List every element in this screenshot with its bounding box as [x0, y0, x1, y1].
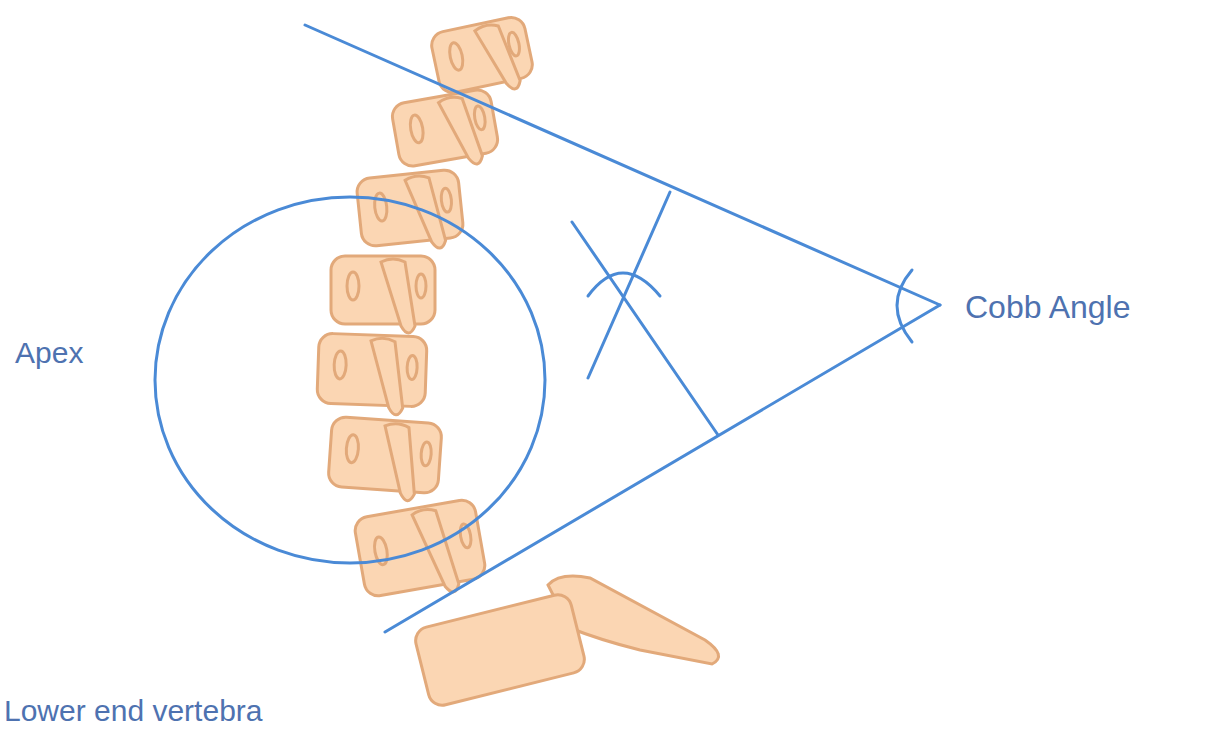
vertebra	[390, 88, 501, 177]
apex-label: Apex	[15, 336, 83, 369]
perpendicular-line	[572, 222, 718, 435]
upper-endplate-line	[305, 25, 940, 305]
spinous-process	[368, 338, 405, 415]
spinous-process	[380, 423, 419, 501]
vertebra	[331, 256, 435, 333]
lower-end-vertebra-label: Lower end vertebra	[4, 694, 263, 727]
vertebra	[353, 498, 489, 607]
vertebra	[356, 169, 465, 256]
vertebra	[327, 416, 442, 502]
vertebra	[316, 333, 427, 416]
spinous-process	[474, 21, 521, 95]
spinous-process	[381, 259, 415, 333]
perpendicular-line	[588, 192, 670, 378]
angle-arc	[588, 273, 660, 296]
spinous-process	[438, 94, 484, 169]
sacrum	[413, 592, 588, 708]
cobb-construction	[155, 25, 940, 632]
cobb-angle-label: Cobb Angle	[965, 290, 1130, 325]
apex-circle	[155, 197, 545, 563]
angle-arc	[897, 270, 912, 342]
